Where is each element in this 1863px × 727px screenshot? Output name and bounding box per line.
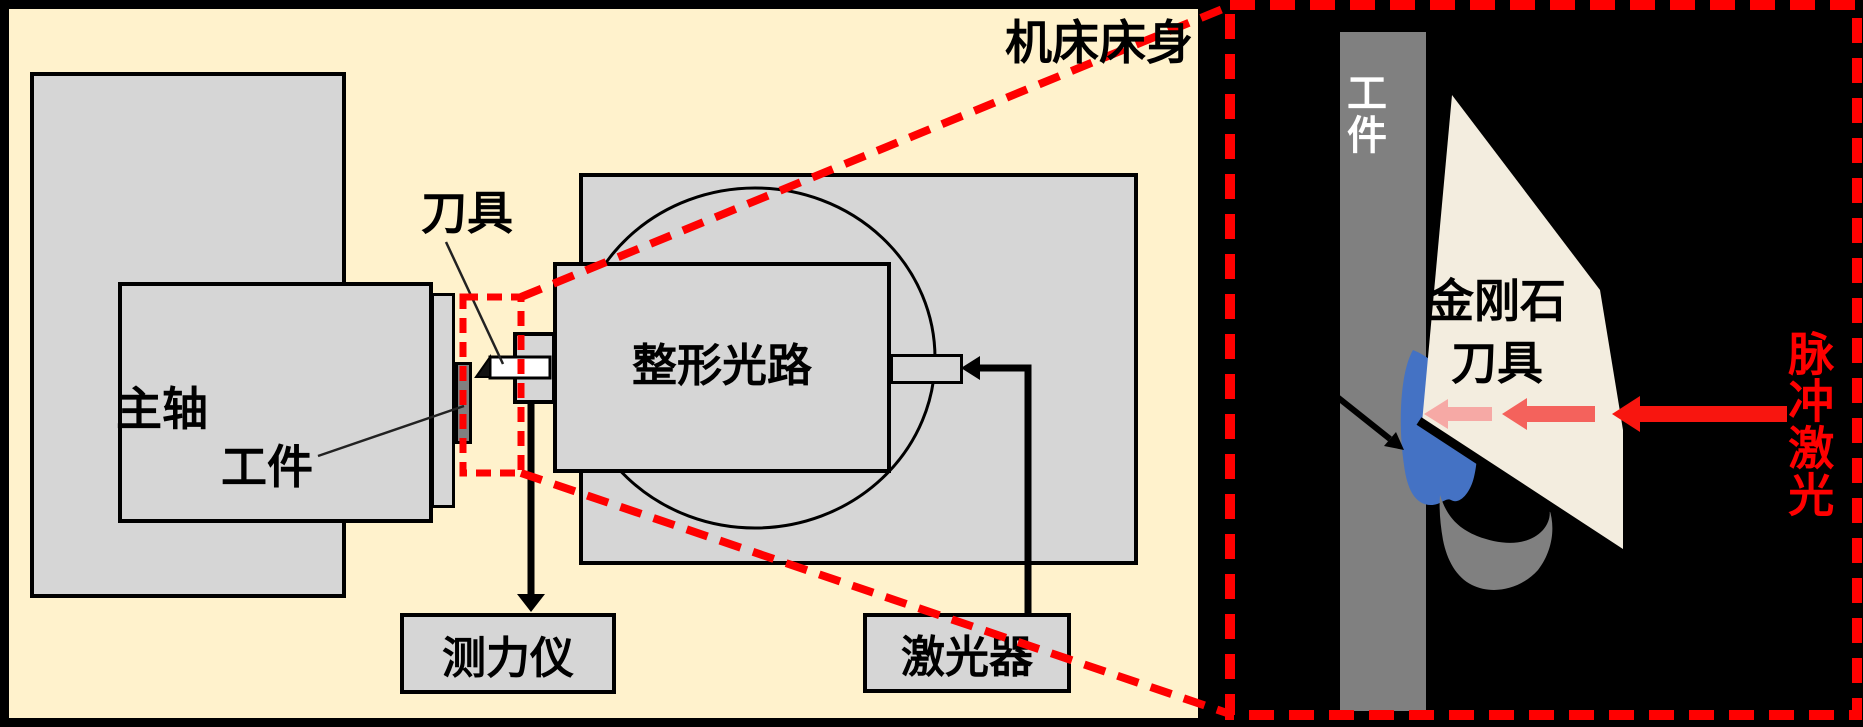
- diamond-tool-label-line2: 刀具: [1451, 337, 1543, 389]
- machine-bed-label: 机床床身: [1005, 16, 1193, 69]
- spindle-label: 主轴: [116, 383, 208, 435]
- laser-label: 激光器: [901, 633, 1033, 682]
- diamond-tool-label: 金刚石刀具: [1398, 270, 1596, 394]
- laser-box: 激光器: [863, 613, 1071, 693]
- spindle-front-block: [118, 282, 433, 523]
- zoom-workpiece-label: 工件: [1341, 72, 1385, 156]
- laser-input-port: [890, 354, 963, 384]
- dynamometer-label: 测力仪: [442, 633, 574, 683]
- diamond-tool-label-line1: 金刚石: [1428, 275, 1566, 327]
- dynamometer-box: 测力仪: [400, 613, 616, 694]
- tool-holder-block: [513, 332, 556, 404]
- pulsed-laser-label: 脉冲激光: [1782, 330, 1835, 518]
- spindle-nose-block: [431, 293, 455, 508]
- workpiece-label: 工件: [221, 441, 313, 493]
- workpiece-bar: [455, 362, 472, 444]
- tool-label: 刀具: [421, 187, 513, 239]
- shaping-optics-label: 整形光路: [631, 340, 812, 391]
